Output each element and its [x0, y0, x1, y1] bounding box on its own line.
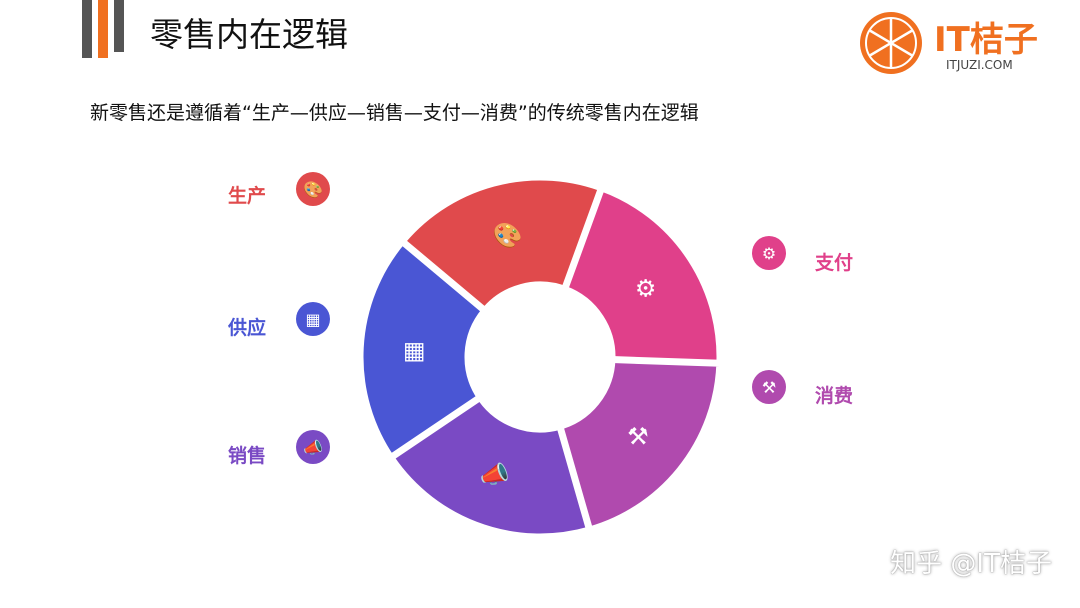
logo-domain: ITJUZI.COM [946, 58, 1013, 72]
title-bar-dark [82, 0, 92, 58]
production-palette-icon: 🎨 [296, 172, 330, 206]
segment-supply [356, 237, 489, 462]
label-supply: 供应 [228, 317, 267, 339]
logo-text: IT桔子 [934, 20, 1038, 60]
segment-tools-icon: ⚒ [627, 422, 649, 450]
page-title: 零售内在逻辑 [150, 15, 348, 54]
sales-megaphone-icon: 📣 [296, 430, 330, 464]
segment-megaphone-icon: 📣 [480, 461, 510, 489]
segment-palette-icon: 🎨 [492, 220, 522, 249]
watermark: 知乎 @IT桔子 [890, 549, 1052, 579]
title-bar-dark-2 [114, 0, 124, 52]
logo: IT桔子 ITJUZI.COM [858, 8, 1068, 78]
segment-consumption [553, 356, 724, 536]
title-bar-orange [98, 0, 108, 58]
label-production: 生产 [228, 185, 267, 207]
payment-gear-icon: ⚙ [752, 236, 786, 270]
segment-payment [561, 184, 724, 374]
segment-store-icon: ▦ [403, 336, 426, 364]
orange-logo-icon [860, 12, 922, 74]
label-sales: 销售 [228, 445, 267, 467]
consumption-tools-icon: ⚒ [752, 370, 786, 404]
supply-store-icon: ▦ [296, 302, 330, 336]
segment-gear-icon: ⚙ [635, 274, 657, 302]
label-payment: 支付 [815, 252, 854, 274]
segment-sales [383, 391, 594, 541]
label-consumption: 消费 [815, 385, 854, 407]
subtitle: 新零售还是遵循着“生产—供应—销售—支付—消费”的传统零售内在逻辑 [90, 102, 699, 124]
